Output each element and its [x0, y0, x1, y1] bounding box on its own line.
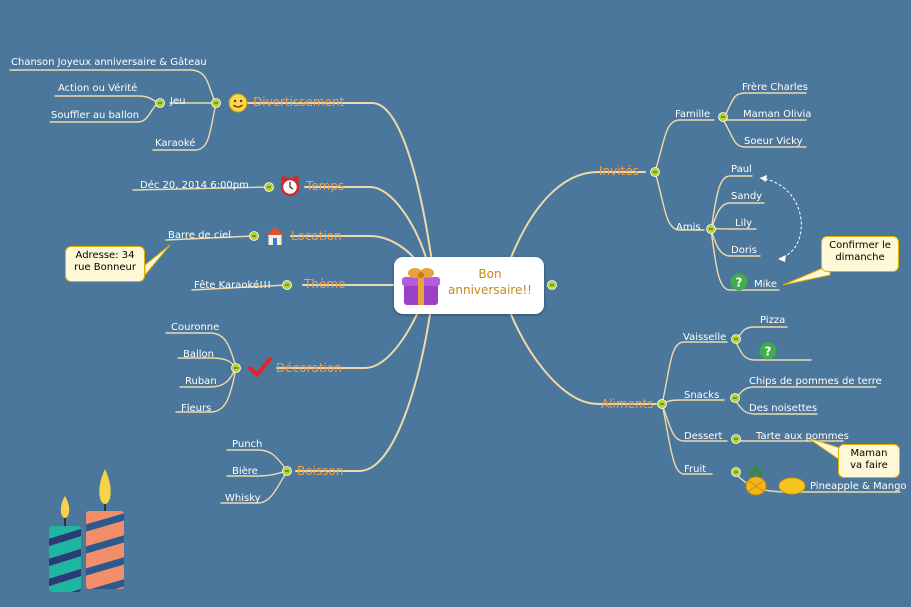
central-topic-title: Bon anniversaire!! — [448, 267, 532, 297]
checkmark-icon — [248, 357, 272, 377]
subtopic-doris[interactable]: Doris — [731, 245, 757, 256]
subtopic-karaoke[interactable]: Karaoké — [155, 138, 196, 149]
subtopic-fleurs[interactable]: Fleurs — [181, 403, 212, 414]
subtopic-amis[interactable]: Amis — [676, 222, 701, 233]
subtopic-vaisselle[interactable]: Vaisselle — [683, 332, 727, 343]
gift-icon — [402, 268, 440, 305]
subtopic-date[interactable]: Déc 20, 2014 6:00pm — [140, 180, 249, 191]
subtopic-tarte[interactable]: Tarte aux pommes — [756, 431, 849, 442]
relation-arrow — [759, 177, 802, 259]
topic-temps[interactable]: Temps — [306, 179, 345, 193]
subtopic-mike[interactable]: Mike — [754, 279, 777, 290]
subtopic-pizza[interactable]: Pizza — [760, 315, 786, 326]
topic-invites[interactable]: Invités — [599, 164, 639, 178]
central-topic[interactable]: Bon anniversaire!! — [394, 257, 544, 314]
subtopic-paul[interactable]: Paul — [731, 164, 752, 175]
subtopic-famille[interactable]: Famille — [675, 109, 711, 120]
subtopic-frere-charles[interactable]: Frère Charles — [742, 82, 808, 93]
subtopic-dessert[interactable]: Dessert — [684, 431, 723, 442]
alarm-clock-icon — [280, 176, 300, 197]
topic-decoration[interactable]: Décoration — [276, 361, 342, 375]
subtopic-soeur-vicky[interactable]: Soeur Vicky — [744, 136, 803, 147]
subtopic-snacks[interactable]: Snacks — [684, 390, 720, 401]
subtopic-ruban[interactable]: Ruban — [185, 376, 217, 387]
topic-location[interactable]: Location — [291, 229, 342, 243]
subtopic-jeu[interactable]: Jeu — [170, 96, 186, 107]
subtopic-fete[interactable]: Fête Karaoké!!! — [194, 280, 272, 291]
subtopic-maman-olivia[interactable]: Maman Olivia — [743, 109, 812, 120]
subtopic-chanson[interactable]: Chanson Joyeux anniversaire & Gâteau — [11, 57, 207, 68]
subtopic-action-verite[interactable]: Action ou Vérité — [58, 83, 138, 94]
smiley-icon — [228, 93, 248, 113]
subtopic-couronne[interactable]: Couronne — [171, 322, 220, 333]
subtopic-lily[interactable]: Lily — [735, 218, 753, 229]
subtopic-punch[interactable]: Punch — [232, 439, 263, 450]
subtopic-ballon[interactable]: Ballon — [183, 349, 215, 360]
svg-text:?: ? — [765, 345, 772, 359]
pineapple-mango-icon — [745, 464, 806, 496]
topic-theme[interactable]: Thème — [304, 277, 346, 291]
topic-boisson[interactable]: Boisson — [297, 464, 344, 478]
question-icon: ? — [730, 273, 748, 291]
subtopic-whisky[interactable]: Whisky — [225, 493, 261, 504]
subtopic-noisettes[interactable]: Des noisettes — [749, 403, 818, 414]
svg-text:?: ? — [736, 276, 743, 290]
topic-aliments[interactable]: Aliments — [601, 397, 654, 411]
subtopic-sandy[interactable]: Sandy — [731, 191, 763, 202]
question-icon: ? — [759, 342, 777, 360]
subtopic-biere[interactable]: Bière — [232, 466, 258, 477]
subtopic-barre-de-ciel[interactable]: Barre de ciel — [168, 230, 232, 241]
house-icon — [266, 227, 284, 245]
subtopic-pineapple-mango[interactable]: Pineapple & Mango — [810, 481, 907, 492]
subtopic-chips[interactable]: Chips de pommes de terre — [749, 376, 882, 387]
candles-icon — [49, 469, 124, 592]
subtopic-souffler[interactable]: Souffler au ballon — [51, 110, 140, 121]
subtopic-fruit[interactable]: Fruit — [684, 464, 707, 475]
topic-divertissement[interactable]: Divertissement — [253, 95, 345, 109]
